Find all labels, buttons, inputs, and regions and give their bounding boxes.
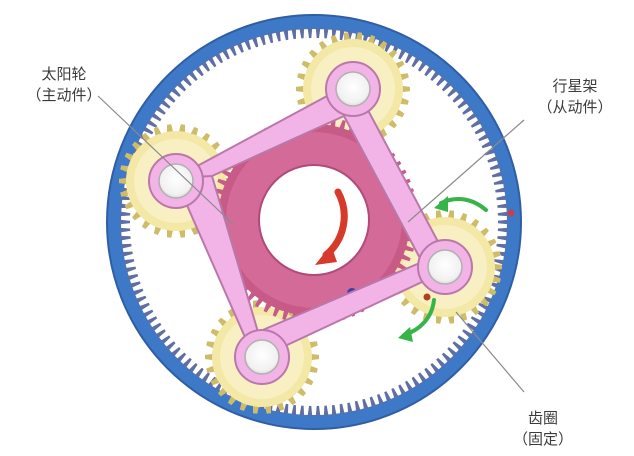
planet-gear-left-pin xyxy=(149,154,203,208)
sun-gear-name: 太阳轮 xyxy=(18,64,110,85)
sun-gear-role: （主动件） xyxy=(18,85,110,106)
ring-gear-name: 齿圈 xyxy=(498,408,588,429)
planet-carrier-name: 行星架 xyxy=(525,76,625,97)
ring-gear-label: 齿圈 （固定） xyxy=(498,408,588,450)
ring-gear-role: （固定） xyxy=(498,429,588,450)
planet-carrier-label: 行星架 （从动件） xyxy=(525,76,625,118)
sun-gear-label: 太阳轮 （主动件） xyxy=(18,64,110,106)
planet-carrier-role: （从动件） xyxy=(525,97,625,118)
planet-gear-bottom-pin xyxy=(235,330,289,384)
planet-gear-top-pin xyxy=(326,62,380,116)
planet-gear-right-pin xyxy=(418,240,472,294)
